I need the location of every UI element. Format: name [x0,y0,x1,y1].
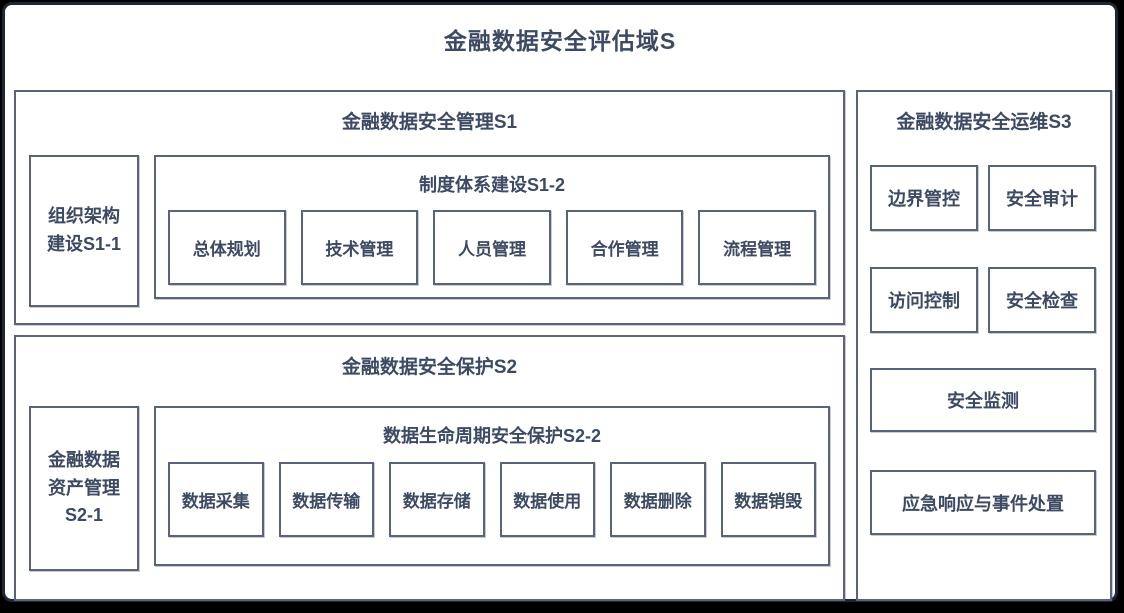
item-security-audit: 安全审计 [988,165,1096,231]
subsection-s1-2-title: 制度体系建设S1-2 [418,175,566,195]
box-data-asset-line3: S2-1 [64,505,104,526]
section-s1-title: 金融数据安全管理S1 [341,112,518,133]
section-s2-protection: 金融数据安全保护S2 金融数据 资产管理 S2-1 数据生命周期安全保护S2-2… [14,335,845,601]
item-technology-management: 技术管理 [300,210,419,285]
item-data-transmission: 数据传输 [278,462,374,537]
box-data-asset-management-s2-1: 金融数据 资产管理 S2-1 [29,406,139,571]
section-s1-body: 组织架构 建设S1-1 制度体系建设S1-2 总体规划 技术管理 人员管理 合作… [16,155,843,307]
diagram-card: 金融数据安全评估域S 金融数据安全管理S1 组织架构 建设S1-1 制度体系建设… [2,2,1118,602]
box-org-structure-line2: 建设S1-1 [46,234,122,254]
subsection-system-building-s1-2: 制度体系建设S1-2 总体规划 技术管理 人员管理 合作管理 流程管理 [154,155,830,299]
item-security-inspection: 安全检查 [988,267,1096,333]
item-data-usage: 数据使用 [499,462,595,537]
section-s2-body: 金融数据 资产管理 S2-1 数据生命周期安全保护S2-2 数据采集 数据传输 … [16,406,843,571]
item-security-monitoring: 安全监测 [870,368,1096,432]
subsection-s1-2-items: 总体规划 技术管理 人员管理 合作管理 流程管理 [156,210,828,285]
subsection-s2-2-title: 数据生命周期安全保护S2-2 [382,426,602,446]
item-personnel-management: 人员管理 [433,210,551,285]
item-data-storage: 数据存储 [389,462,485,537]
section-s3-title: 金融数据安全运维S3 [896,112,1072,133]
section-s3-operations: 金融数据安全运维S3 边界管控 安全审计 访问控制 安全检查 安全监测 应急响应… [856,90,1112,601]
section-s3-grid: 边界管控 安全审计 访问控制 安全检查 [858,165,1110,333]
box-org-structure-line1: 组织架构 [48,206,120,227]
item-access-control: 访问控制 [870,267,978,333]
item-overall-planning: 总体规划 [168,210,286,285]
diagram-title: 金融数据安全评估域S [443,28,677,54]
item-emergency-response: 应急响应与事件处置 [870,470,1096,535]
box-data-asset-line1: 金融数据 [48,449,120,470]
section-s1-management: 金融数据安全管理S1 组织架构 建设S1-1 制度体系建设S1-2 总体规划 技… [14,90,845,325]
item-process-management: 流程管理 [698,210,816,285]
subsection-lifecycle-protection-s2-2: 数据生命周期安全保护S2-2 数据采集 数据传输 数据存储 数据使用 数据删除 … [154,406,830,566]
item-boundary-control: 边界管控 [870,165,978,231]
item-data-collection: 数据采集 [168,462,264,537]
box-data-asset-line2: 资产管理 [48,477,120,498]
box-org-structure-s1-1: 组织架构 建设S1-1 [29,155,139,307]
subsection-s2-2-items: 数据采集 数据传输 数据存储 数据使用 数据删除 数据销毁 [156,462,828,537]
item-cooperation-management: 合作管理 [565,210,684,285]
section-s2-title: 金融数据安全保护S2 [341,357,518,378]
item-data-deletion: 数据删除 [610,462,706,537]
item-data-destruction: 数据销毁 [720,462,816,537]
